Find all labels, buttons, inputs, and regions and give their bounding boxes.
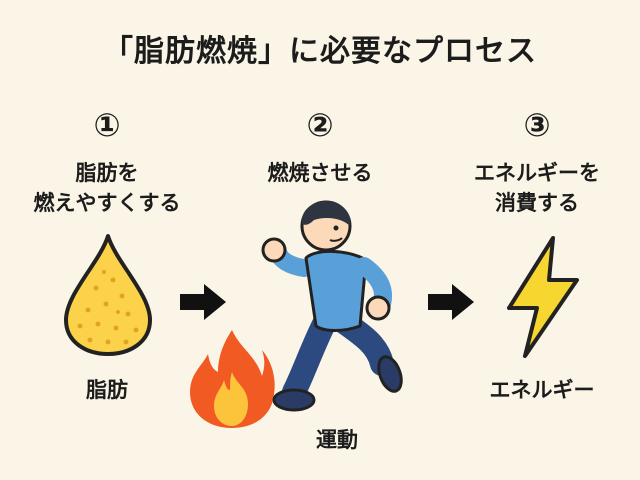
fat-drop-icon (58, 232, 158, 358)
step-3-label: エネルギー (489, 378, 595, 402)
page-title: 「脂肪燃焼」に必要なプロセス (103, 34, 537, 69)
step-3-number: ③ (523, 106, 551, 144)
step-1-number: ① (93, 106, 121, 144)
step-1-caption: 脂肪を 燃えやすくする (7, 158, 207, 218)
step-1-caption-line1: 脂肪を (75, 161, 139, 185)
step-2-label: 運動 (316, 428, 358, 452)
lightning-icon (503, 234, 583, 360)
flame-icon (186, 326, 278, 430)
fist-right (365, 295, 391, 321)
step-3-caption: エネルギーを 消費する (437, 158, 637, 218)
step-1-caption-line2: 燃えやすくする (33, 191, 181, 215)
step-3-caption-line2: 消費する (495, 191, 579, 215)
step-2-number: ② (306, 106, 334, 144)
step-2-caption: 燃焼させる (220, 158, 420, 188)
arrow-right-icon (178, 282, 228, 322)
step-2-caption-line1: 燃焼させる (267, 161, 373, 185)
step-3-caption-line1: エネルギーを (474, 161, 600, 185)
fist-left (261, 237, 287, 263)
running-man-figure (254, 196, 414, 416)
arrow-right-icon-2 (426, 282, 476, 322)
step-1-label: 脂肪 (86, 378, 128, 402)
